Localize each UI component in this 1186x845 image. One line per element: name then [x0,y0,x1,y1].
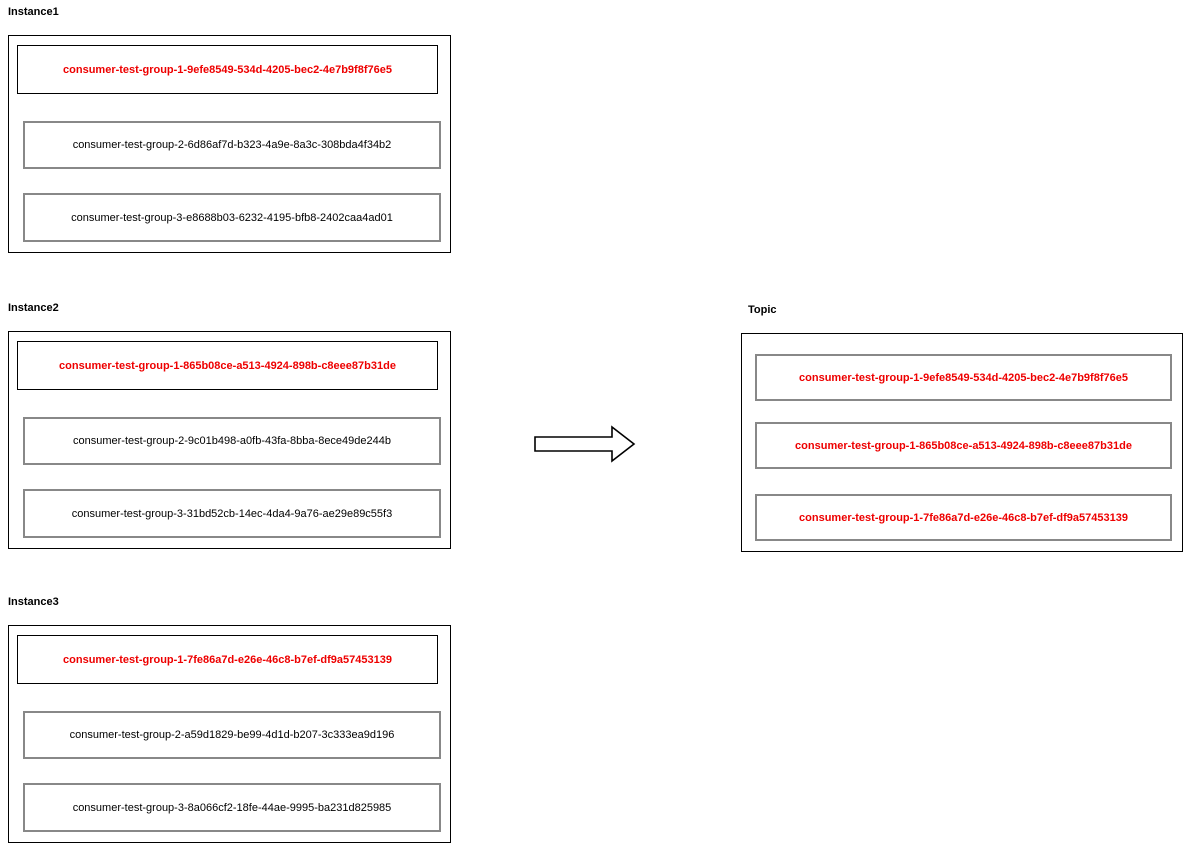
consumer-group-box: consumer-test-group-1-7fe86a7d-e26e-46c8… [17,635,438,684]
topic-label: Topic [748,304,777,316]
consumer-group-box: consumer-test-group-3-31bd52cb-14ec-4da4… [23,489,441,538]
instance1-label: Instance1 [8,6,59,18]
instance2-box: consumer-test-group-1-865b08ce-a513-4924… [8,331,451,549]
consumer-group-box: consumer-test-group-2-6d86af7d-b323-4a9e… [23,121,441,169]
consumer-group-box: consumer-test-group-1-865b08ce-a513-4924… [755,422,1172,469]
instance1-box: consumer-test-group-1-9efe8549-534d-4205… [8,35,451,253]
topic-box: consumer-test-group-1-9efe8549-534d-4205… [741,333,1183,552]
consumer-group-box: consumer-test-group-2-9c01b498-a0fb-43fa… [23,417,441,465]
consumer-group-box: consumer-test-group-1-9efe8549-534d-4205… [17,45,438,94]
consumer-group-box: consumer-test-group-3-e8688b03-6232-4195… [23,193,441,242]
instance3-box: consumer-test-group-1-7fe86a7d-e26e-46c8… [8,625,451,843]
instance2-label: Instance2 [8,302,59,314]
right-arrow-icon [534,425,636,463]
consumer-group-box: consumer-test-group-1-7fe86a7d-e26e-46c8… [755,494,1172,541]
consumer-group-box: consumer-test-group-3-8a066cf2-18fe-44ae… [23,783,441,832]
consumer-group-box: consumer-test-group-1-865b08ce-a513-4924… [17,341,438,390]
instance3-label: Instance3 [8,596,59,608]
consumer-group-box: consumer-test-group-2-a59d1829-be99-4d1d… [23,711,441,759]
consumer-group-box: consumer-test-group-1-9efe8549-534d-4205… [755,354,1172,401]
